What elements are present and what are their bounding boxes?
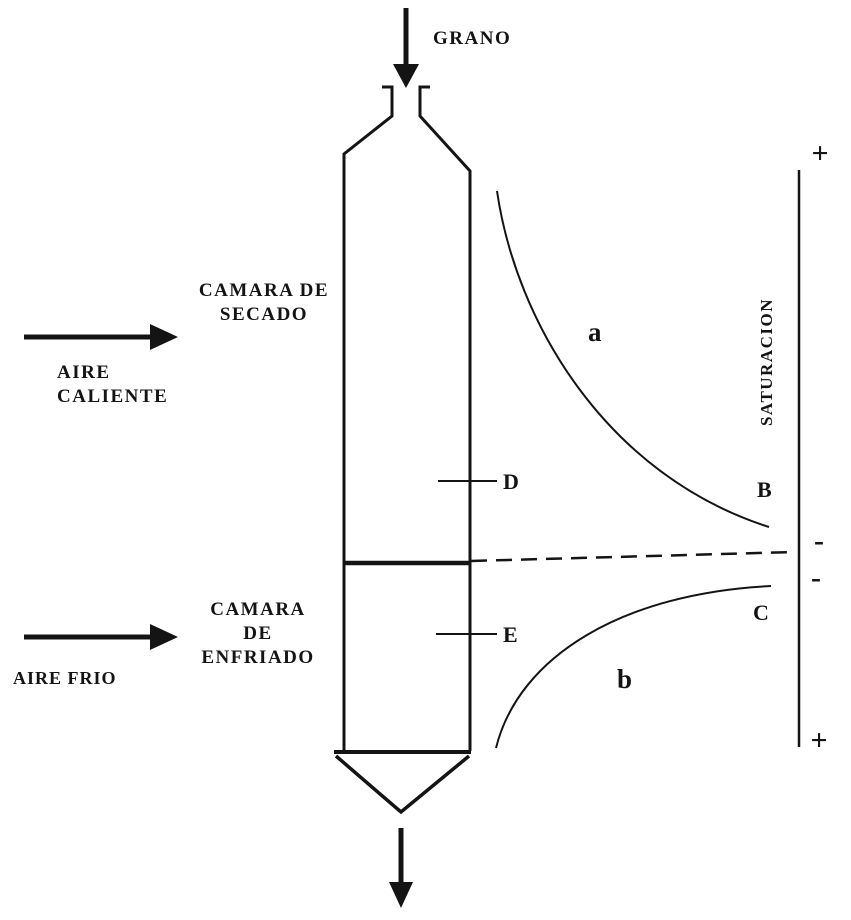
point-d-label: D: [503, 469, 519, 494]
point-e-label: E: [503, 622, 518, 647]
curve-b: [495, 585, 772, 749]
saturacion-axis-label: SATURACION: [757, 298, 776, 426]
point-c-label: C: [753, 600, 769, 625]
grain-outlet-arrow: [389, 828, 413, 908]
plus-top-label: +: [811, 137, 828, 170]
drying-chamber-label-line2: SECADO: [220, 304, 308, 325]
cooling-chamber-label-line3: ENFRIADO: [201, 647, 314, 668]
plus-bottom-label: +: [810, 724, 827, 757]
curve-a: [496, 190, 770, 528]
saturation-dashed-line: [470, 550, 796, 563]
cold-air-arrow: [24, 624, 178, 650]
cooling-chamber-label-line2: DE: [243, 623, 272, 644]
point-b-label: B: [757, 477, 772, 502]
cooling-chamber-label-line1: CAMARA: [210, 599, 306, 620]
hot-air-arrow: [24, 324, 178, 350]
curve-a-label: a: [588, 317, 602, 347]
drying-chamber-label-line1: CAMARA DE: [199, 280, 329, 301]
curve-b-label: b: [617, 664, 632, 694]
hot-air-label-line1: AIRE: [57, 362, 111, 383]
grain-label: GRANO: [433, 28, 511, 49]
grain-inlet-arrow: [393, 8, 419, 88]
minus-upper-label: -: [814, 524, 824, 557]
discharge-funnel: [334, 754, 471, 815]
cold-air-label: AIRE FRIO: [13, 668, 117, 688]
tower-outline: [342, 85, 472, 751]
minus-lower-label: -: [811, 561, 821, 594]
hot-air-label-line2: CALIENTE: [57, 386, 168, 407]
